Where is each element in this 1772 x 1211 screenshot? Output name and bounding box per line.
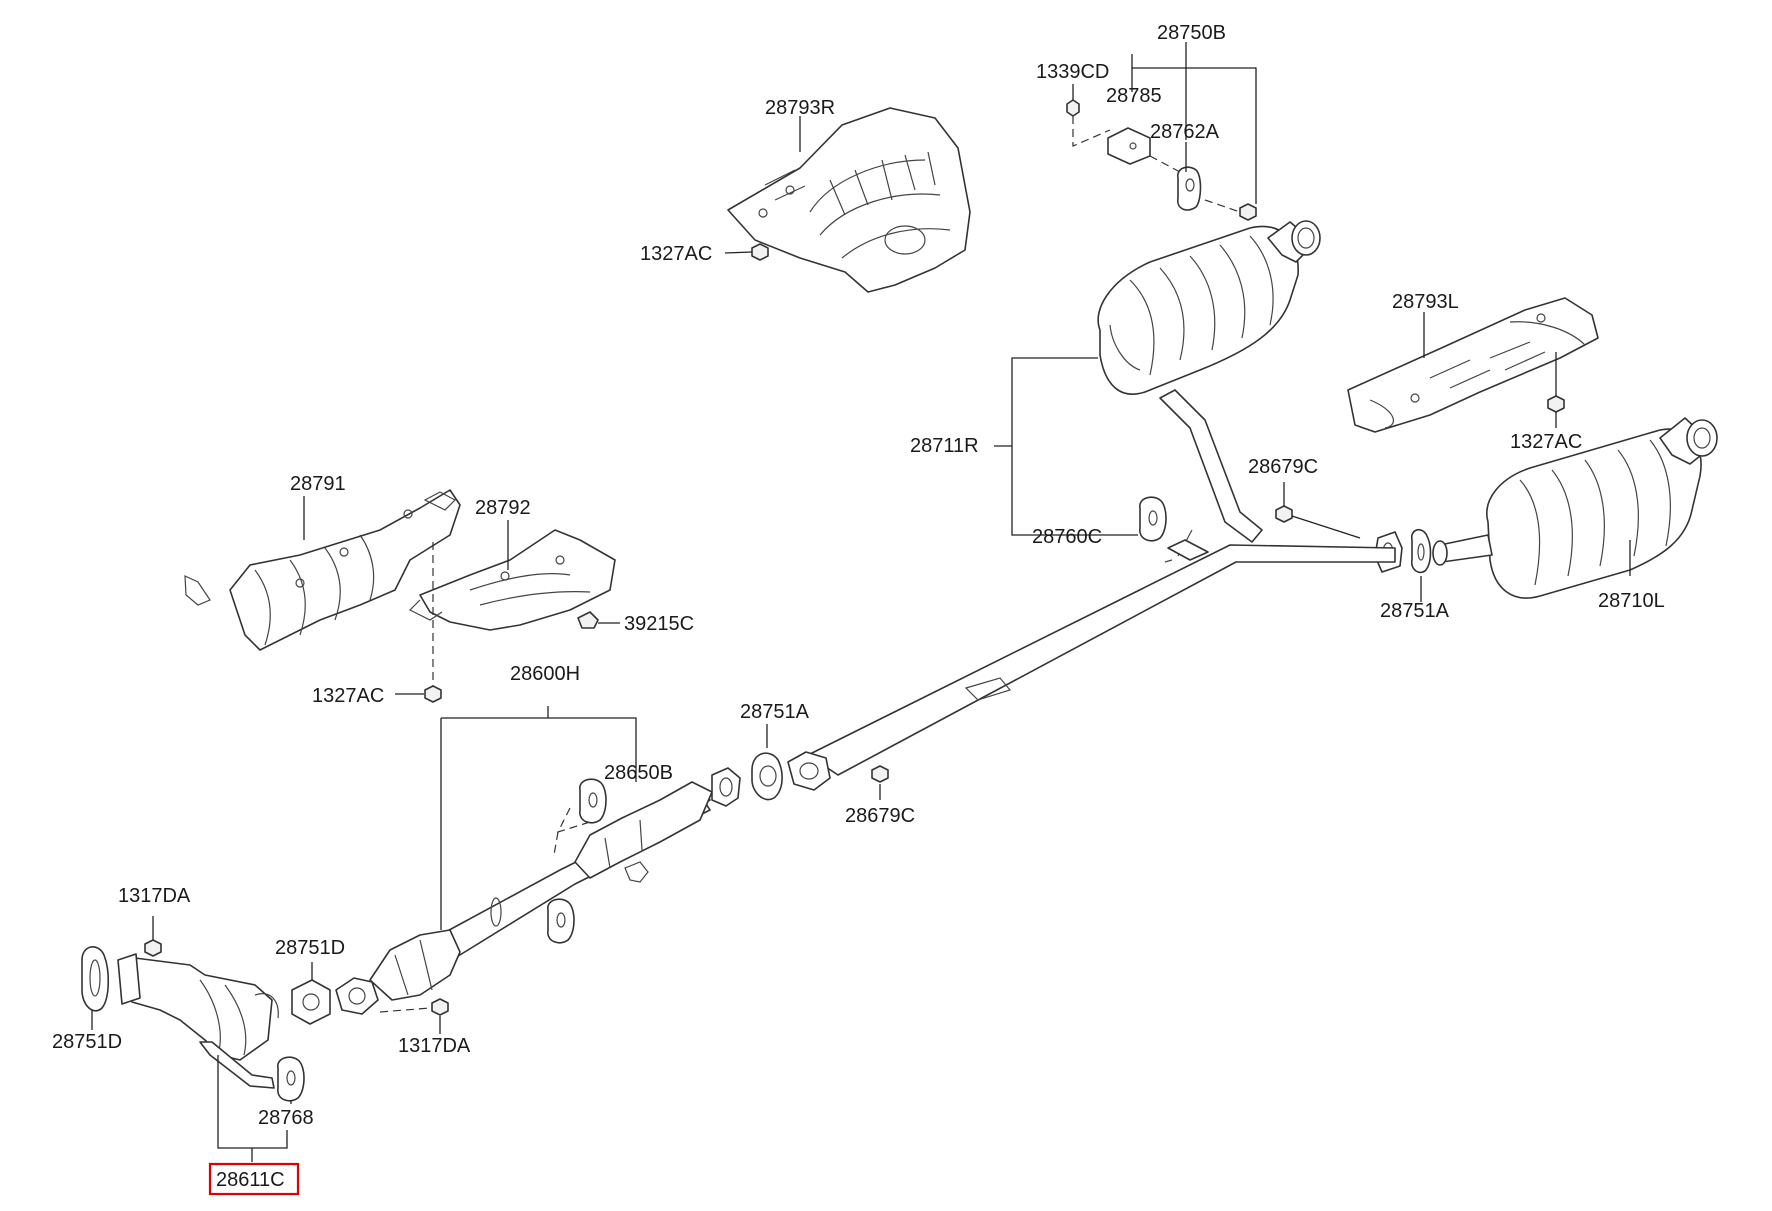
rear-muffler-28711r[interactable] bbox=[1097, 225, 1299, 543]
callout-28792[interactable]: 28792 bbox=[475, 497, 531, 519]
bolt-28750b[interactable] bbox=[1239, 203, 1257, 221]
gasket-28751a-mid[interactable] bbox=[751, 752, 783, 801]
dash-1317da-right bbox=[379, 1007, 431, 1013]
callout-1317da-right[interactable]: 1317DA bbox=[398, 1035, 471, 1057]
heat-shield-28792[interactable] bbox=[408, 529, 616, 631]
callout-28762a[interactable]: 28762A bbox=[1150, 121, 1220, 143]
callout-28711r[interactable]: 28711R bbox=[910, 435, 979, 457]
heat-shield-28791[interactable] bbox=[184, 489, 461, 651]
callout-1317da-left[interactable]: 1317DA bbox=[118, 885, 191, 907]
heat-shield-28793r[interactable] bbox=[727, 107, 971, 293]
nut-28679c-top[interactable] bbox=[1275, 505, 1293, 523]
tailpipe-tip-28710l[interactable] bbox=[1659, 417, 1718, 465]
callout-39215c[interactable]: 39215C bbox=[624, 613, 694, 635]
callout-28650b[interactable]: 28650B bbox=[604, 762, 673, 784]
gasket-28751d-left[interactable] bbox=[81, 946, 110, 1012]
callout-1327ac-right[interactable]: 1327AC bbox=[1510, 431, 1582, 453]
flange-28600h-front[interactable] bbox=[335, 977, 379, 1015]
callout-28600h[interactable]: 28600H bbox=[510, 663, 580, 685]
nut-1327ac-right[interactable] bbox=[1547, 395, 1565, 413]
tailpipe-tip-28711r[interactable] bbox=[1267, 220, 1321, 263]
callout-28679c-top[interactable]: 28679C bbox=[1248, 456, 1318, 478]
center-pipe-28650b[interactable] bbox=[807, 529, 1396, 776]
nut-1317da-left[interactable] bbox=[144, 939, 162, 957]
callout-28760c[interactable]: 28760C bbox=[1032, 526, 1102, 548]
dash-hanger-bolt bbox=[1204, 199, 1241, 213]
leader-lines bbox=[91, 42, 1631, 1162]
highlight-box-28611c bbox=[208, 1162, 300, 1196]
gasket-28751d-right[interactable] bbox=[291, 979, 331, 1025]
bracket-28785[interactable] bbox=[1107, 127, 1151, 165]
callout-28751d-lower[interactable]: 28751D bbox=[52, 1031, 122, 1053]
dash-1339cd-bracket bbox=[1072, 116, 1111, 147]
front-pipe-28600h[interactable] bbox=[439, 767, 741, 959]
flange-center-front[interactable] bbox=[787, 751, 831, 791]
callout-28751a-right[interactable]: 28751A bbox=[1380, 600, 1450, 622]
callout-28793l[interactable]: 28793L bbox=[1392, 291, 1459, 313]
rubber-hanger-28762a[interactable] bbox=[1177, 166, 1202, 211]
clip-39215c[interactable] bbox=[577, 611, 599, 629]
nut-1327ac-top[interactable] bbox=[751, 243, 769, 261]
dash-bracket-hanger bbox=[1149, 155, 1181, 173]
callout-28679c-mid[interactable]: 28679C bbox=[845, 805, 915, 827]
callout-28785[interactable]: 28785 bbox=[1106, 85, 1162, 107]
callout-28791[interactable]: 28791 bbox=[290, 473, 346, 495]
callout-28710l[interactable]: 28710L bbox=[1598, 590, 1665, 612]
callout-28751d-upper[interactable]: 28751D bbox=[275, 937, 345, 959]
warmup-catalyst-28611c[interactable] bbox=[117, 953, 279, 1089]
callout-1327ac-top[interactable]: 1327AC bbox=[640, 243, 712, 265]
heat-shield-28793l[interactable] bbox=[1347, 297, 1599, 433]
gasket-28751a-right[interactable] bbox=[1410, 528, 1432, 574]
rubber-hanger-28650b-lower[interactable] bbox=[547, 898, 575, 944]
callout-1327ac-left[interactable]: 1327AC bbox=[312, 685, 384, 707]
hanger-bracket-lower bbox=[624, 861, 649, 883]
bolt-1339cd[interactable] bbox=[1066, 99, 1080, 117]
leader-28679c-top-link bbox=[1291, 515, 1361, 539]
rubber-hanger-28650b-upper[interactable] bbox=[579, 778, 607, 824]
nut-1317da-right[interactable] bbox=[431, 998, 449, 1016]
nut-28679c-mid[interactable] bbox=[871, 765, 889, 783]
callout-1339cd[interactable]: 1339CD bbox=[1036, 61, 1109, 83]
callout-28611c[interactable]: 28611C bbox=[216, 1169, 285, 1191]
callout-28793r[interactable]: 28793R bbox=[765, 97, 835, 119]
rubber-hanger-28768[interactable] bbox=[277, 1056, 305, 1102]
catalyst-28600h[interactable] bbox=[369, 929, 461, 1001]
rubber-hanger-28760c[interactable] bbox=[1139, 496, 1167, 542]
muffler-28710l[interactable] bbox=[1432, 428, 1702, 599]
callout-28768[interactable]: 28768 bbox=[258, 1107, 314, 1129]
dash-upper-hanger bbox=[553, 807, 591, 856]
callout-28750b[interactable]: 28750B bbox=[1157, 22, 1226, 44]
callout-28751a-mid[interactable]: 28751A bbox=[740, 701, 810, 723]
nut-1327ac-left[interactable] bbox=[424, 685, 442, 703]
